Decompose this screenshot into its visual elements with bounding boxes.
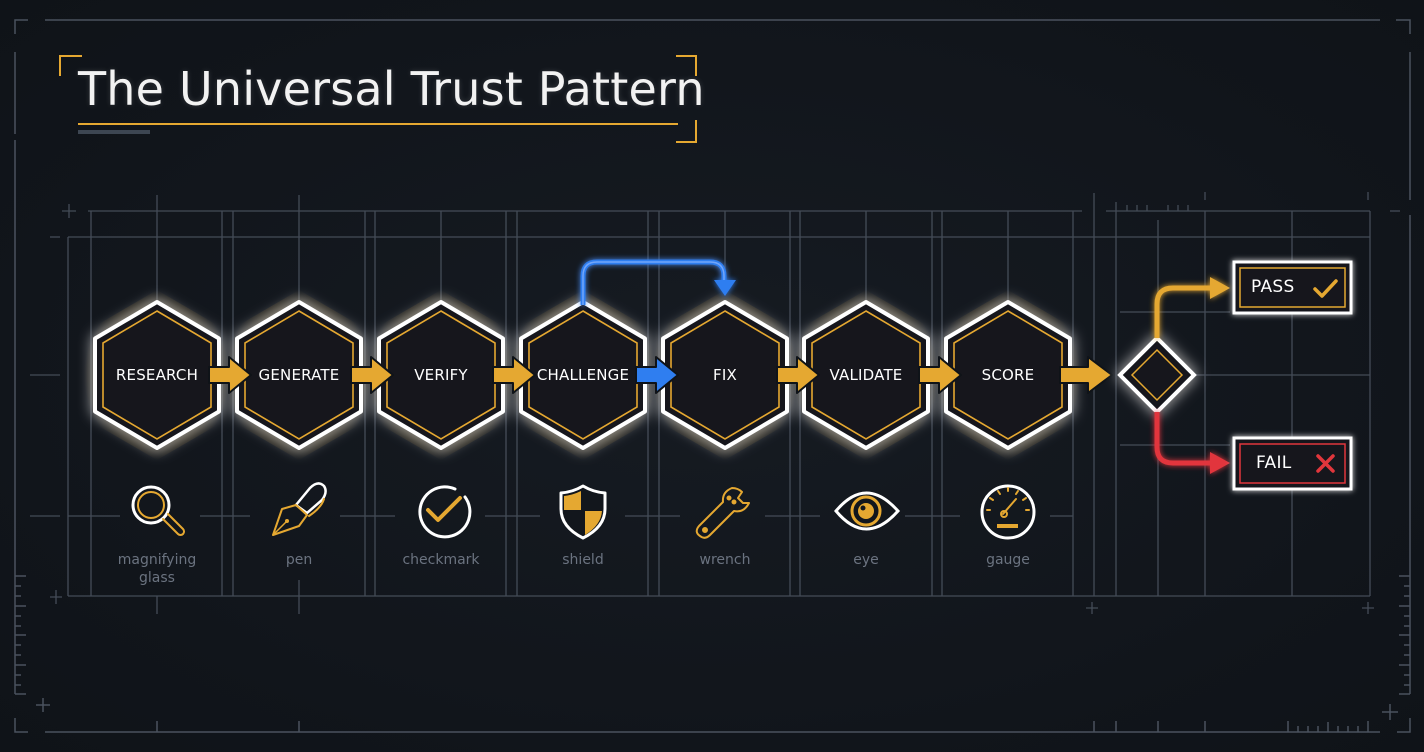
step-label-verify: VERIFY (414, 366, 468, 384)
hexagon-fix (652, 290, 798, 460)
gauge-icon (980, 484, 1036, 540)
caption-pen: pen (285, 552, 313, 568)
step-label-fix: FIX (713, 366, 737, 384)
arrow-generate-verify (350, 356, 394, 394)
step-label-validate: VALIDATE (829, 366, 903, 384)
page-title: The Universal Trust Pattern (78, 62, 705, 116)
shield-icon (559, 484, 607, 540)
hexagon-research (84, 290, 230, 460)
hexagon-validate (793, 290, 939, 460)
step-label-challenge: CHALLENGE (536, 366, 630, 384)
decision-diamond (1117, 335, 1197, 415)
loop-arrow-challenge-to-fix (580, 259, 736, 305)
arrow-challenge-fix-blue (635, 356, 679, 394)
hexagon-score (935, 290, 1081, 460)
fail-box (1232, 436, 1353, 491)
magnifying-glass-icon (131, 485, 186, 537)
caption-eye: eye (853, 552, 879, 568)
outcome-fail-label: FAIL (1256, 453, 1292, 473)
step-label-research: RESEARCH (115, 366, 199, 384)
caption-gauge: gauge (986, 552, 1030, 568)
pass-check-icon (1313, 279, 1338, 298)
step-label-generate: GENERATE (258, 366, 340, 384)
step-label-score: SCORE (981, 366, 1035, 384)
process-steps (84, 290, 1081, 460)
arrow-verify-challenge (492, 356, 536, 394)
caption-wrench: wrench (699, 552, 751, 568)
checkmark-icon (418, 485, 472, 539)
eye-icon (834, 491, 901, 531)
arrow-score-decision (1059, 356, 1113, 394)
arrow-validate-score (918, 356, 962, 394)
arrow-fix-validate (776, 356, 820, 394)
grid (30, 192, 1400, 614)
wrench-icon (695, 487, 750, 539)
hexagon-generate (226, 290, 372, 460)
pen-icon (272, 482, 327, 536)
hexagon-challenge (510, 290, 656, 460)
pass-branch-connector (1154, 277, 1230, 338)
outcome-pass-label: PASS (1251, 277, 1295, 297)
hexagon-verify (368, 290, 514, 460)
fail-x-icon (1316, 454, 1335, 473)
caption-shield: shield (562, 552, 604, 568)
gold-arrow-connectors (208, 356, 1113, 394)
caption-magnifying-glass: magnifying glass (117, 552, 197, 586)
title-underline-accent (78, 130, 150, 134)
caption-checkmark: checkmark (402, 552, 480, 568)
outer-frame (14, 19, 1411, 733)
arrow-research-generate (208, 356, 252, 394)
fail-branch-connector (1154, 412, 1230, 474)
title-bracket (59, 55, 697, 143)
